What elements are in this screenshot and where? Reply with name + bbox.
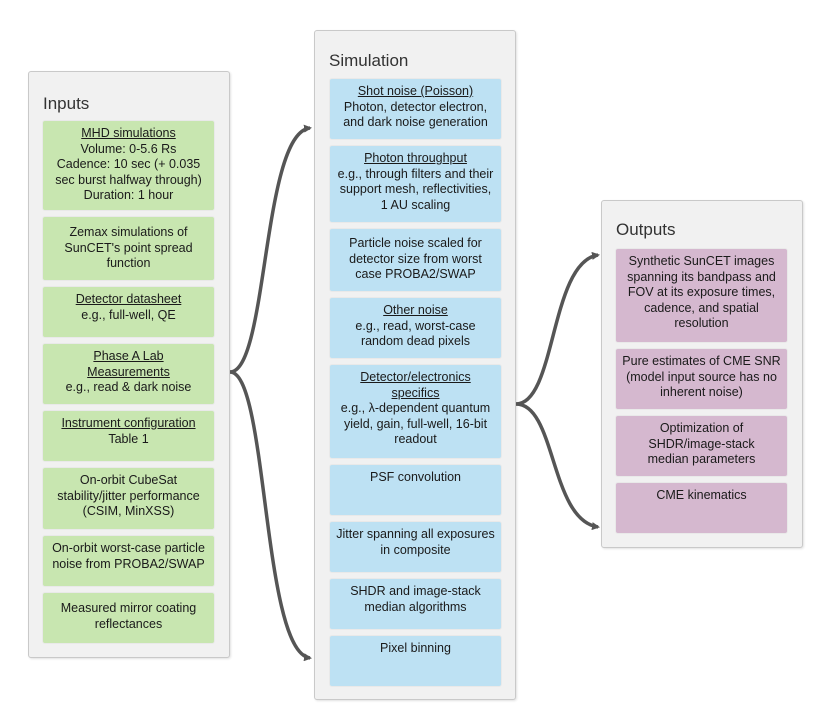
- sim-pixel-binning: Pixel binning: [330, 636, 501, 686]
- sim-photon-throughput: Photon throughput e.g., through filters …: [330, 146, 501, 222]
- arrow-inputs-to-simulation-bottom: [229, 370, 312, 662]
- arrow-simulation-to-outputs-bottom: [515, 402, 600, 531]
- output-cme-snr: Pure estimates of CME SNR (model input s…: [616, 349, 787, 409]
- input-detector-datasheet: Detector datasheet e.g., full-well, QE: [43, 287, 214, 337]
- outputs-title: Outputs: [616, 220, 676, 239]
- sim-detector-electronics: Detector/electronics specifics e.g., λ-d…: [330, 365, 501, 458]
- sim-particle-noise: Particle noise scaled for detector size …: [330, 229, 501, 291]
- sim-shdr-median: SHDR and image-stack median algorithms: [330, 579, 501, 629]
- output-cme-kinematics: CME kinematics: [616, 483, 787, 533]
- arrow-inputs-to-simulation-top: [229, 124, 312, 374]
- input-zemax-psf: Zemax simulations of SunCET's point spre…: [43, 217, 214, 280]
- output-synthetic-images: Synthetic SunCET images spanning its ban…: [616, 249, 787, 342]
- input-instrument-configuration: Instrument configuration Table 1: [43, 411, 214, 461]
- input-phase-a-lab: Phase A Lab Measurements e.g., read & da…: [43, 344, 214, 404]
- input-particle-noise: On-orbit worst-case particle noise from …: [43, 536, 214, 586]
- sim-other-noise: Other noise e.g., read, worst-case rando…: [330, 298, 501, 358]
- simulation-title: Simulation: [329, 51, 409, 70]
- input-cubesat-jitter: On-orbit CubeSat stability/jitter perfor…: [43, 468, 214, 529]
- output-shdr-optimization: Optimization of SHDR/image-stack median …: [616, 416, 787, 476]
- input-mirror-reflectances: Measured mirror coating reflectances: [43, 593, 214, 643]
- sim-shot-noise: Shot noise (Poisson) Photon, detector el…: [330, 79, 501, 139]
- arrow-simulation-to-outputs-top: [515, 251, 600, 406]
- sim-jitter: Jitter spanning all exposures in composi…: [330, 522, 501, 572]
- inputs-title: Inputs: [43, 94, 90, 113]
- sim-psf-convolution: PSF convolution: [330, 465, 501, 515]
- input-mhd-simulations: MHD simulations Volume: 0-5.6 Rs Cadence…: [43, 121, 214, 210]
